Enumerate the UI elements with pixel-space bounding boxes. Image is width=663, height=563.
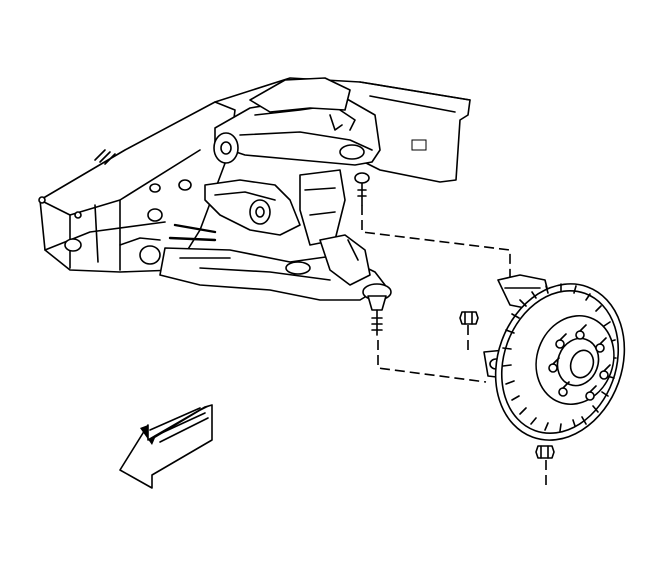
wheel-stud [558,381,570,397]
brake-rotor [494,283,626,441]
wheel-stud [599,364,611,380]
upper-nut [459,311,479,325]
wheel-stud [595,337,607,353]
wheel-stud [555,333,567,349]
wheel-stud [575,324,587,340]
front-arrow-icon [119,404,213,489]
exploded-guide-lines [361,205,547,490]
rotor-vents [502,283,617,432]
lower-control-arm [159,234,386,301]
lower-nut [535,445,555,459]
wheel-studs [548,324,611,401]
wheel-stud [585,385,597,401]
shock-mount [204,169,346,246]
wheel-stud [548,357,560,373]
upper-control-arm [213,77,381,166]
lower-ball-joint [362,283,392,336]
upper-ball-joint [354,172,370,206]
